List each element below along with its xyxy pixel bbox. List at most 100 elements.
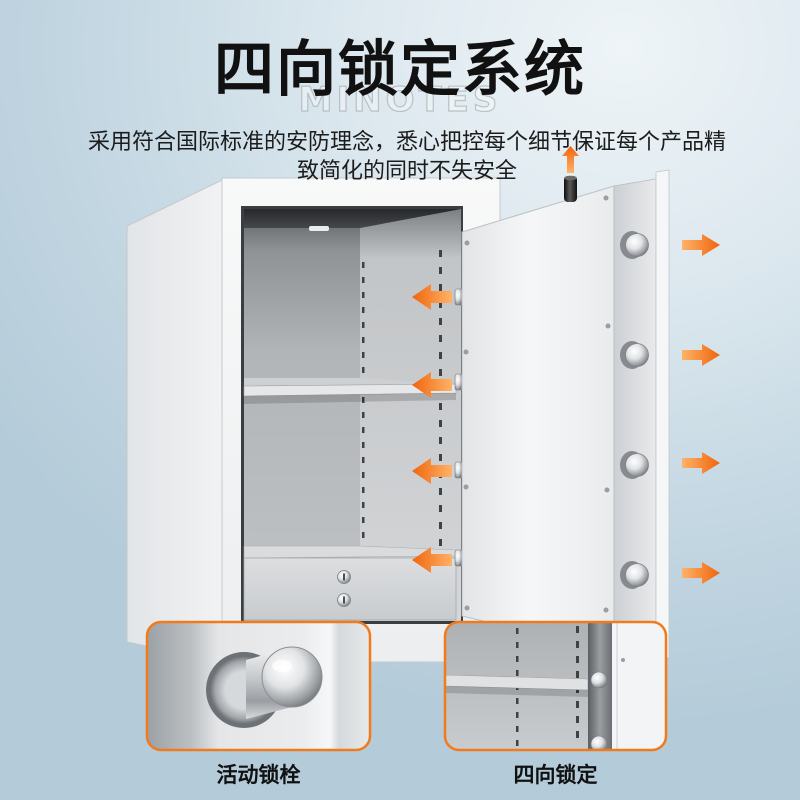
interior-right-wall <box>360 209 461 621</box>
pin-hole <box>439 335 442 342</box>
pin-hole <box>439 403 442 410</box>
locking-bolt <box>620 561 649 589</box>
arrow-right-icon <box>682 234 720 256</box>
locking-bolt <box>620 341 649 369</box>
door-bolts-right <box>620 231 649 589</box>
safe-door <box>461 169 670 659</box>
pin-hole <box>576 671 579 678</box>
inset-border <box>443 620 668 752</box>
pin-hole <box>439 488 442 495</box>
inset-lock-closeup <box>443 620 668 752</box>
bolt-end <box>454 373 463 391</box>
pin-hole <box>516 740 519 746</box>
bolt-highlight <box>272 660 292 672</box>
door-outer-strip <box>655 169 670 659</box>
pin-hole <box>439 284 442 291</box>
screw <box>604 487 610 493</box>
drawer-front <box>243 557 457 621</box>
bolt-end <box>454 288 463 306</box>
inset-door-panel <box>612 622 666 750</box>
inset-border <box>145 620 372 752</box>
drawer-keyhole-lower <box>337 593 351 607</box>
screw <box>464 240 470 246</box>
bolt-end <box>454 549 463 567</box>
pin-hole <box>576 731 579 738</box>
pin-hole <box>439 539 442 546</box>
inset-caption-lock: 四向锁定 <box>513 763 598 787</box>
pin-hole <box>516 712 519 718</box>
pin-hole <box>439 437 442 444</box>
page-title: 四向锁定系统 <box>214 35 586 105</box>
screw <box>463 484 469 490</box>
screw <box>603 195 609 201</box>
pin-hole <box>362 472 365 478</box>
pin-hole <box>362 412 365 418</box>
interior-ceiling <box>244 209 461 228</box>
pin-hole <box>362 487 365 493</box>
pin-hole <box>516 670 519 676</box>
pin-hole <box>439 369 442 376</box>
pin-hole <box>362 517 365 523</box>
pin-hole <box>439 318 442 325</box>
pin-hole <box>516 698 519 704</box>
inset-bolt-closeup <box>145 620 372 752</box>
locking-bolt <box>620 451 649 479</box>
pin-hole <box>362 427 365 433</box>
pin-hole <box>439 352 442 359</box>
drawer-keyhole-upper <box>337 570 351 584</box>
pin-hole <box>362 292 365 298</box>
pin-hole <box>516 628 519 634</box>
brand-watermark: MINOTES <box>298 80 502 120</box>
arrow-right-icon <box>682 452 720 474</box>
pin-hole <box>439 505 442 512</box>
pin-hole <box>576 641 579 648</box>
bolt-end <box>454 461 463 479</box>
pin-hole <box>362 397 365 403</box>
arrow-up-icon <box>562 146 579 173</box>
pin-hole <box>362 307 365 313</box>
arrow-right-icon <box>682 562 720 584</box>
subtitle-line-2: 致简化的同时不失安全 <box>296 159 517 184</box>
interior-light <box>309 226 329 231</box>
lock-arrows-right <box>682 234 720 584</box>
shelf-shadow <box>244 393 456 404</box>
bolt-head <box>261 646 323 708</box>
pin-hole <box>439 250 442 257</box>
shelf-top <box>244 378 456 386</box>
locking-bolt <box>620 231 649 259</box>
pin-hole <box>439 420 442 427</box>
pin-hole <box>362 457 365 463</box>
inset-screw <box>621 658 625 662</box>
screw <box>603 607 609 613</box>
pin-hole <box>516 642 519 648</box>
pin-hole <box>362 532 365 538</box>
door-front <box>461 185 615 653</box>
inset-caption-bolt: 活动锁栓 <box>216 763 301 787</box>
arrow-right-icon <box>682 344 720 366</box>
subtitle-line-1: 采用符合国际标准的安防理念，悉心把控每个细节保证每个产品精 <box>87 130 726 155</box>
pin-hole <box>362 502 365 508</box>
drawer <box>243 545 457 621</box>
screw <box>605 323 611 329</box>
pin-hole <box>576 656 579 663</box>
shelf-front <box>243 383 457 397</box>
inset-bolt <box>590 735 608 750</box>
pin-hole <box>362 262 365 268</box>
pin-hole <box>516 656 519 662</box>
shelf <box>243 378 457 404</box>
pin-hole <box>439 301 442 308</box>
screw <box>464 605 470 611</box>
door-screws <box>463 195 611 613</box>
inset-shelf-shadow <box>445 686 588 697</box>
pin-hole <box>362 367 365 373</box>
pin-hole <box>576 626 579 633</box>
pin-hole <box>576 701 579 708</box>
pin-hole <box>362 277 365 283</box>
inset-bolt <box>590 671 608 689</box>
safe-interior <box>243 209 463 621</box>
pin-hole <box>439 267 442 274</box>
safe-side-panel <box>126 179 223 663</box>
pin-hole <box>362 352 365 358</box>
